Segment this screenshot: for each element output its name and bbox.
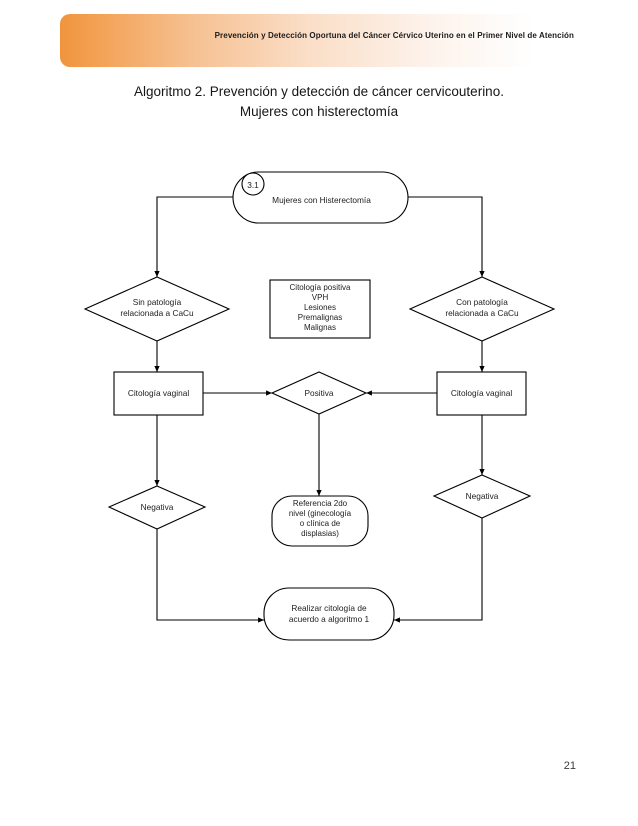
page-title: Algoritmo 2. Prevención y detección de c… <box>0 82 638 122</box>
node-legend-box <box>269 279 371 339</box>
node-positive <box>270 371 368 415</box>
node-start-badge-circle <box>241 172 265 196</box>
node-right-cytology <box>436 371 527 416</box>
header-banner <box>60 14 576 67</box>
node-start <box>232 171 409 224</box>
node-bottom <box>263 587 395 641</box>
edge-start-to-left-branch <box>154 196 233 277</box>
node-referral <box>271 495 369 547</box>
node-right-branch <box>408 276 556 342</box>
page-number: 21 <box>563 760 576 772</box>
page-title-line2: Mujeres con histerectomía <box>239 104 399 119</box>
edge-start-to-right-branch <box>408 196 485 277</box>
node-left-branch <box>83 276 231 342</box>
node-left-cytology <box>113 371 204 416</box>
edge-right-negative-to-bottom <box>394 518 483 623</box>
header-title: Prevención y Detección Oportuna del Cánc… <box>214 31 574 40</box>
edge-left-negative-to-bottom <box>156 529 264 623</box>
node-left-negative <box>107 485 207 530</box>
page-title-line1: Algoritmo 2. Prevención y detección de c… <box>134 84 504 99</box>
node-right-negative <box>432 474 532 519</box>
